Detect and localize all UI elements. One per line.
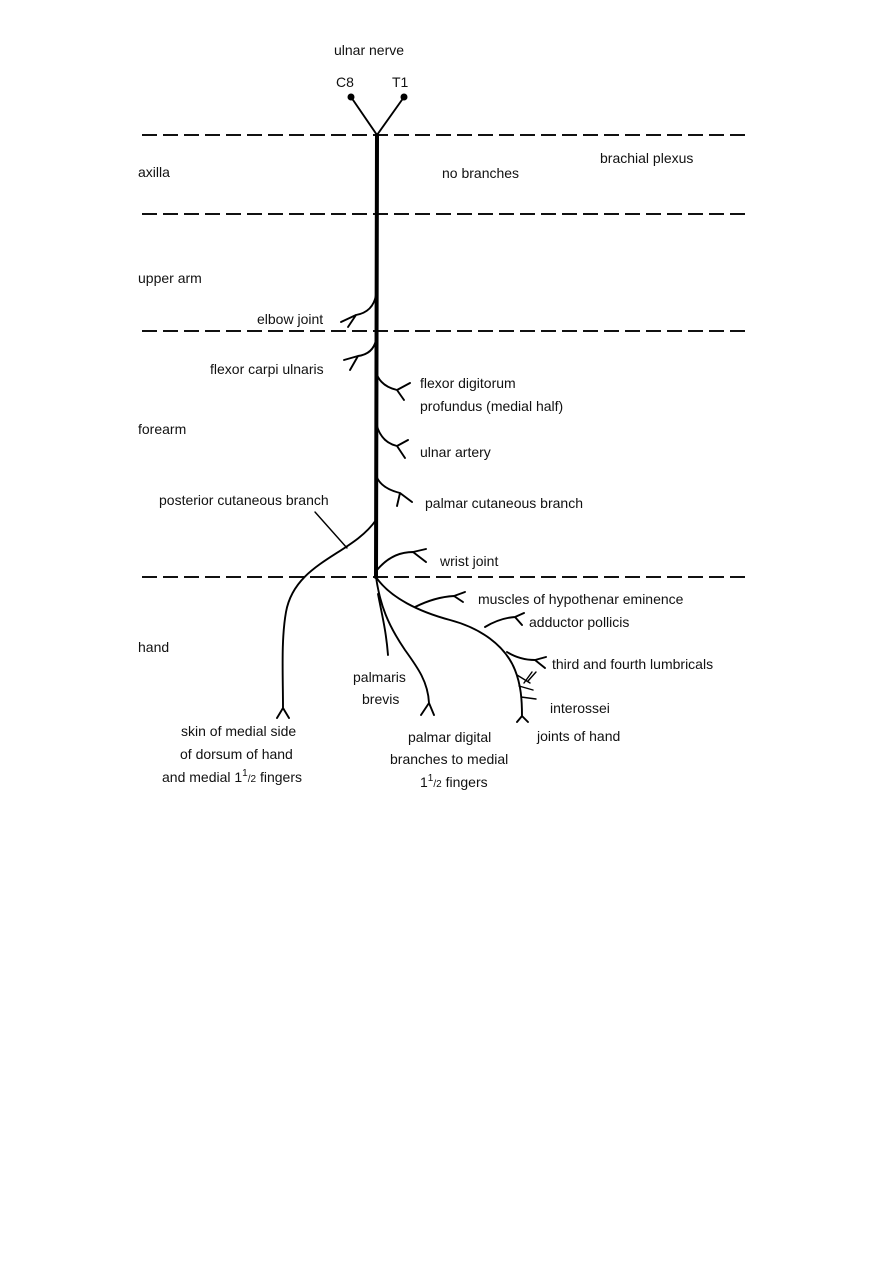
- skin-label-sub: /2: [248, 774, 257, 785]
- digital-label-line3: 11/2 fingers: [420, 773, 488, 790]
- fcu-label: flexor carpi ulnaris: [210, 361, 324, 377]
- interossei-label: interossei: [550, 700, 610, 716]
- wrist-joint-branch: [376, 548, 427, 571]
- fdp-branch: [375, 371, 411, 401]
- digital-label-line1: palmar digital: [408, 729, 491, 745]
- region-hand-label: hand: [138, 639, 169, 655]
- skin-label-line1: skin of medial side: [181, 723, 296, 739]
- fdp-label-line2: profundus (medial half): [420, 398, 563, 414]
- ulnar-artery-label: ulnar artery: [420, 444, 491, 460]
- region-axilla-label: axilla: [138, 164, 170, 180]
- fdp-label-line1: flexor digitorum: [420, 375, 516, 391]
- elbow-joint-branch: [340, 294, 377, 328]
- diagram-title: ulnar nerve: [334, 42, 404, 58]
- ulnar-artery-branch: [375, 421, 409, 459]
- skin-label-sup: 1: [242, 768, 248, 779]
- root-t1-label: T1: [392, 74, 409, 90]
- palmar-cutaneous-label: palmar cutaneous branch: [425, 495, 583, 511]
- wrist-joint-label: wrist joint: [439, 553, 498, 569]
- region-upper-arm-label: upper arm: [138, 270, 202, 286]
- digital-label-sub: /2: [433, 779, 442, 790]
- plexus-label: brachial plexus: [600, 150, 693, 166]
- hypothenar-label: muscles of hypothenar eminence: [478, 591, 684, 607]
- interossei-branch: [516, 671, 537, 700]
- posterior-cutaneous-label: posterior cutaneous branch: [159, 492, 329, 508]
- palmaris-label-line2: brevis: [362, 691, 399, 707]
- digital-label-sup: 1: [428, 773, 434, 784]
- root-t1-line: [376, 96, 405, 136]
- elbow-joint-label: elbow joint: [257, 311, 323, 327]
- adductor-pollicis-branch: [484, 612, 525, 628]
- skin-label-line2: of dorsum of hand: [180, 746, 293, 762]
- skin-label-line3: and medial 11/2 fingers: [162, 768, 302, 785]
- skin-label-pre: and medial 1: [162, 769, 242, 785]
- hypothenar-branch: [414, 591, 466, 608]
- root-c8-line: [350, 96, 378, 136]
- posterior-cutaneous-leader: [314, 511, 348, 549]
- digital-label-post: fingers: [442, 774, 488, 790]
- palmaris-label-line1: palmaris: [353, 669, 406, 685]
- palmar-cutaneous-branch: [375, 474, 413, 507]
- joints-of-hand-label: joints of hand: [536, 728, 620, 744]
- fcu-branch: [343, 339, 377, 371]
- digital-label-line2: branches to medial: [390, 751, 508, 767]
- nerve-trunk: [374, 133, 379, 579]
- skin-label-post: fingers: [256, 769, 302, 785]
- palmaris-brevis-branch: [377, 593, 389, 656]
- palmar-digital-branch: [375, 576, 435, 716]
- lumbricals-branch: [506, 651, 547, 669]
- root-c8-label: C8: [336, 74, 354, 90]
- lumbricals-label: third and fourth lumbricals: [552, 656, 713, 672]
- adductor-pollicis-label: adductor pollicis: [529, 614, 629, 630]
- posterior-cutaneous-branch: [276, 519, 377, 719]
- digital-label-pre: 1: [420, 774, 428, 790]
- deep-branch: [375, 576, 529, 723]
- axilla-note-label: no branches: [442, 165, 519, 181]
- region-forearm-label: forearm: [138, 421, 186, 437]
